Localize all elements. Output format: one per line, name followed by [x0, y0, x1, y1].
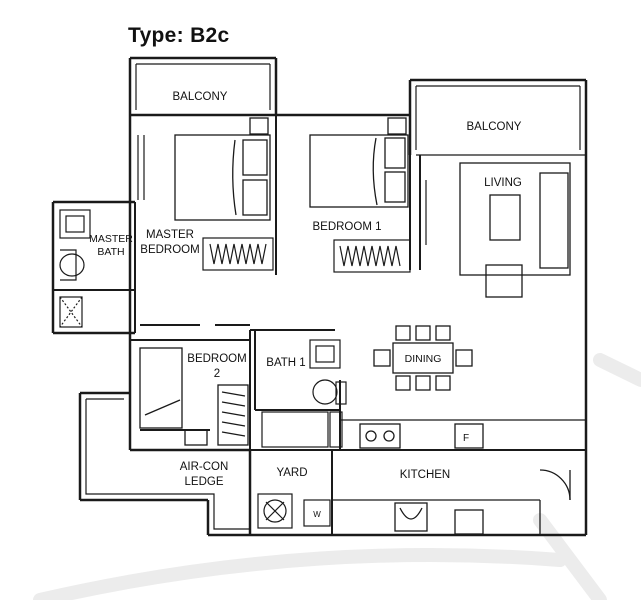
washer-letter: W: [313, 510, 321, 519]
label-bath-1: BATH 1: [266, 357, 306, 369]
outer-walls: [51, 56, 588, 537]
label-master-bath: MASTER BATH: [89, 233, 133, 258]
master-wardrobe: [202, 237, 274, 271]
label-bedroom-1: BEDROOM 1: [312, 221, 382, 233]
label-aircon-ledge: AIR-CON LEDGE: [179, 461, 229, 488]
watermark: [33, 353, 641, 600]
bath-1-fixtures: [261, 339, 347, 448]
plan-title: Type: B2c: [128, 24, 230, 47]
interior-walls: [53, 115, 586, 535]
kitchen-counters: [332, 419, 586, 535]
label-master-bedroom: MASTER BEDROOM: [140, 229, 200, 256]
label-kitchen: KITCHEN: [399, 469, 451, 481]
label-yard: YARD: [276, 467, 308, 479]
bedroom-2-furniture: [139, 347, 249, 446]
fridge-letter: F: [463, 433, 469, 444]
master-bath-fixtures: [59, 209, 91, 328]
yard-fixtures: [257, 493, 331, 529]
label-dining: DINING: [404, 353, 442, 365]
living-furniture: [459, 162, 571, 298]
bedroom-1-wardrobe: [333, 239, 411, 273]
label-balcony-right: BALCONY: [466, 121, 522, 133]
master-bed: [174, 117, 271, 221]
bedroom-1-bed: [309, 117, 409, 208]
label-bedroom-2: BEDROOM 2: [187, 353, 247, 380]
label-balcony-left: BALCONY: [172, 91, 228, 103]
label-living: LIVING: [484, 177, 522, 189]
dining-set: [373, 325, 473, 391]
window-marks: [137, 135, 427, 245]
